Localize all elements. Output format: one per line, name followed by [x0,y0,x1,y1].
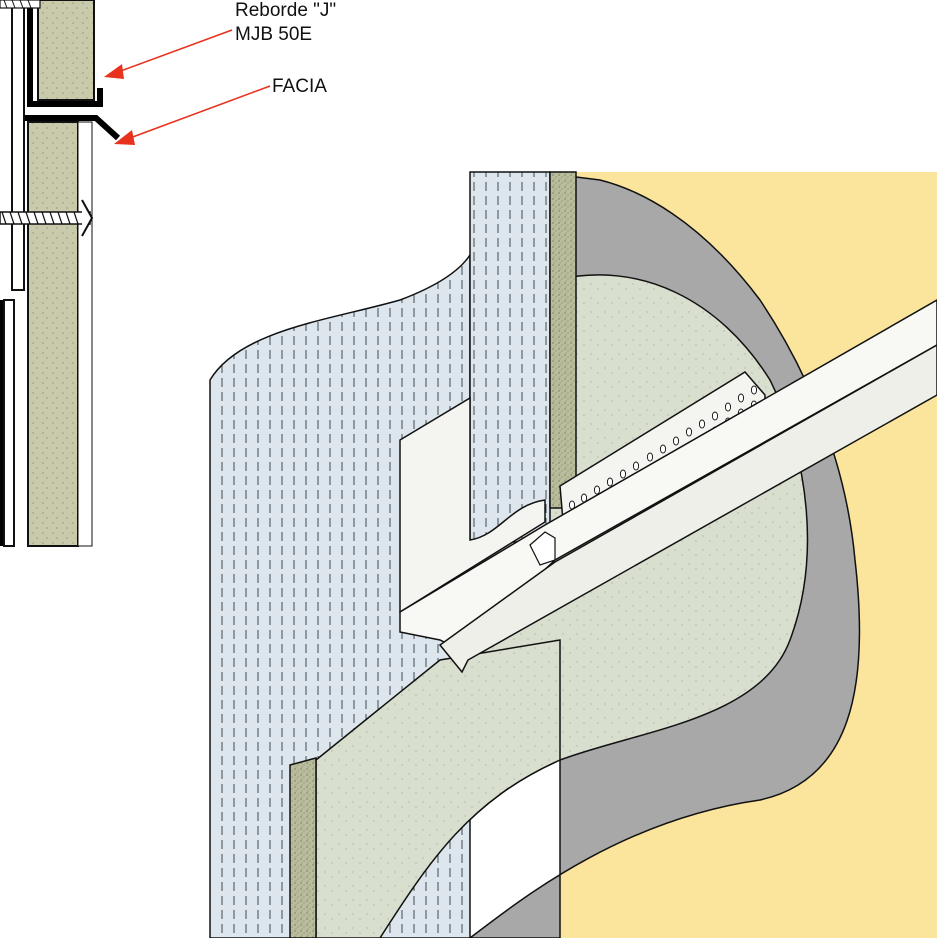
mjb-50e-label: MJB 50E [235,24,313,45]
section-frame [3,299,15,547]
j-bead-profile [399,299,937,674]
facia-profile [22,115,121,141]
screw-top-icon [0,0,41,9]
section-detail [0,0,271,547]
screw-icon [0,199,94,237]
speckled-board-lower [289,757,317,938]
section-board [27,121,79,547]
isometric-cutaway [209,171,937,938]
speckled-board-upper [549,171,577,509]
facia-label: FACIA [272,76,327,97]
reborde-j-label: Reborde "J" [235,0,337,21]
leader-arrow-reborde [104,29,233,79]
section-board-face [77,121,93,547]
blue-panel-upper [469,171,551,543]
section-insulation [37,0,95,101]
leader-arrow-facia [114,85,271,145]
section-stud [11,0,25,291]
reborde-j-profile [27,0,103,107]
lower-slab [315,639,561,938]
